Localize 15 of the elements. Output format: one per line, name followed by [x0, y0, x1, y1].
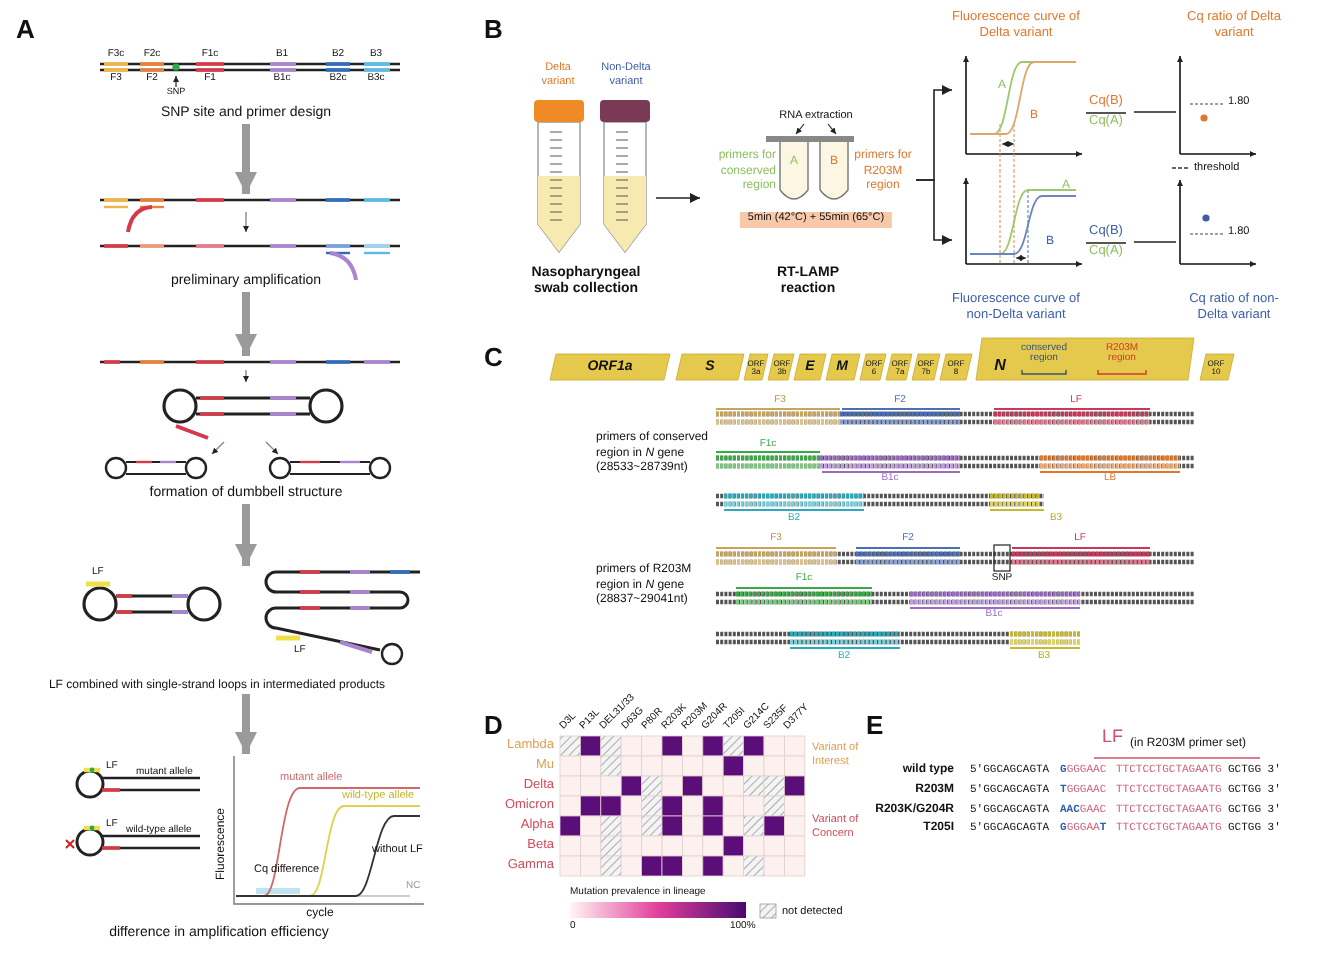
primer-label: LF [1102, 728, 1124, 746]
panel-letter: C [484, 344, 503, 370]
arrow [235, 124, 257, 194]
arrow [235, 694, 257, 754]
arrow [915, 179, 953, 245]
panel-letter: E [866, 712, 884, 738]
arrow [655, 193, 701, 203]
panel-letter: A [16, 16, 35, 42]
arrow [235, 292, 257, 356]
panel-letter: D [484, 712, 503, 738]
arrow [235, 504, 257, 566]
connector-line [1133, 241, 1177, 243]
gene-label: N [994, 358, 1006, 374]
connector-line [1133, 111, 1177, 113]
panel-letter: B [484, 16, 503, 42]
